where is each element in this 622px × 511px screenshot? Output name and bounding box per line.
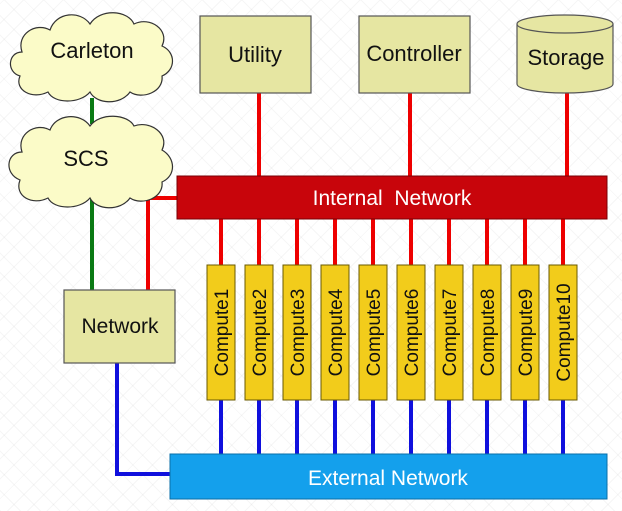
utility-box: Utility — [199, 15, 312, 94]
compute-node: Compute2 — [244, 264, 274, 401]
cloud-scs: SCS — [8, 115, 174, 209]
compute-node-label: Compute3 — [288, 289, 309, 377]
compute-node: Compute9 — [510, 264, 540, 401]
compute-node: Compute4 — [320, 264, 350, 401]
compute-node-label: Compute9 — [516, 289, 537, 377]
compute-node-box — [282, 264, 312, 401]
compute-node: Compute8 — [472, 264, 502, 401]
compute-node-box — [472, 264, 502, 401]
compute-node-label: Compute1 — [212, 289, 233, 377]
internal-network-label: Internal Network — [313, 187, 472, 210]
compute-node: Compute6 — [396, 264, 426, 401]
storage-cylinder: Storage — [516, 14, 614, 94]
link-network-external — [115, 363, 170, 476]
storage-label: Storage — [527, 45, 604, 70]
compute-node-box — [320, 264, 350, 401]
internal-network-bus: Internal Network — [176, 175, 608, 220]
cloud-carleton: Carleton — [9, 12, 174, 103]
scs-label: SCS — [63, 146, 108, 171]
external-network-label: External Network — [308, 467, 468, 490]
compute-node: Compute1 — [206, 264, 236, 401]
compute-node-label: Compute5 — [364, 289, 385, 377]
compute-links — [219, 219, 565, 454]
controller-box: Controller — [358, 15, 471, 94]
compute-node-label: Compute8 — [478, 289, 499, 377]
network-label: Network — [81, 315, 159, 338]
network-box: Network — [63, 289, 176, 364]
compute-node-label: Compute4 — [326, 288, 347, 376]
utility-label: Utility — [228, 42, 282, 67]
compute-node: Compute10 — [548, 264, 578, 401]
link-network-internal — [146, 196, 178, 290]
compute-node-box — [548, 264, 578, 401]
compute-node-box — [396, 264, 426, 401]
compute-nodes: Compute1 Compute2 Compute3 Compute4 Compute5… — [206, 264, 578, 401]
compute-node-label: Compute7 — [440, 289, 461, 377]
compute-node: Compute3 — [282, 264, 312, 401]
compute-node-box — [510, 264, 540, 401]
compute-node-box — [434, 264, 464, 401]
compute-node-box — [358, 264, 388, 401]
compute-node: Compute7 — [434, 264, 464, 401]
carleton-label: Carleton — [50, 38, 133, 63]
controller-label: Controller — [366, 41, 461, 66]
external-network-bus: External Network — [169, 453, 608, 500]
compute-node-label: Compute6 — [402, 289, 423, 377]
compute-node: Compute5 — [358, 264, 388, 401]
compute-node-box — [244, 264, 274, 401]
compute-node-box — [206, 264, 236, 401]
compute-node-label: Compute10 — [554, 283, 575, 381]
compute-node-label: Compute2 — [250, 289, 271, 377]
